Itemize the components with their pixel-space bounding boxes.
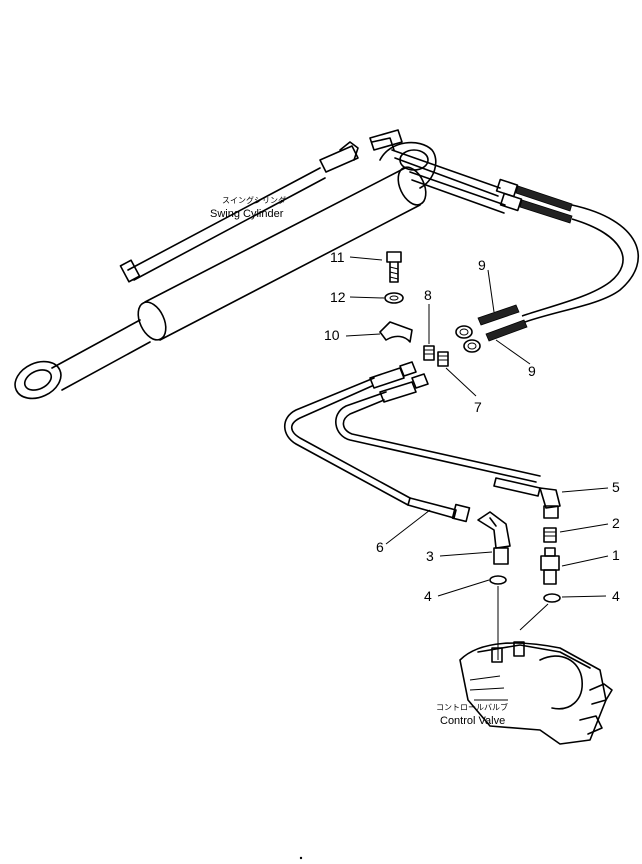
- svg-text:6: 6: [376, 539, 384, 555]
- hose-9-lower: [521, 218, 624, 317]
- cylinder-pipe-b: [409, 171, 506, 214]
- svg-text:12: 12: [330, 289, 346, 305]
- adapter-2: [543, 527, 557, 543]
- callout-5: 5: [561, 479, 620, 495]
- svg-text:5: 5: [612, 479, 620, 495]
- callout-10: 10: [324, 327, 381, 343]
- washer-12: [384, 292, 404, 304]
- callout-1: 1: [561, 547, 620, 567]
- callout-8: 8: [424, 287, 432, 344]
- tube-5-sleeve: [493, 477, 541, 497]
- svg-text:2: 2: [612, 515, 620, 531]
- svg-text:9: 9: [528, 363, 536, 379]
- lower-tube-fittings: [369, 361, 429, 403]
- svg-text:9: 9: [478, 257, 486, 273]
- cylinder-pipe-a: [391, 149, 501, 197]
- svg-text:4: 4: [612, 588, 620, 604]
- control-valve: [459, 641, 613, 745]
- elbow-3: [477, 511, 511, 565]
- callout-9-lower: 9: [495, 339, 536, 379]
- tube-5-nut: [543, 505, 559, 519]
- callout-3: 3: [426, 548, 493, 564]
- upper-fittings: [495, 178, 573, 224]
- swing-cylinder-label-en: Swing Cylinder: [210, 208, 284, 220]
- callout-11: 11: [330, 249, 383, 265]
- tube-5: [335, 391, 541, 483]
- svg-text:11: 11: [330, 249, 345, 265]
- clamp-10: [379, 321, 413, 343]
- hose-nut-a: [455, 325, 473, 339]
- svg-text:7: 7: [474, 399, 482, 415]
- tube-6-nut: [451, 503, 471, 523]
- callout-12: 12: [330, 289, 385, 305]
- hose-9-upper: [524, 204, 639, 323]
- tube-5-elbow: [539, 487, 561, 509]
- tube-6: [283, 377, 411, 506]
- page-mark: [299, 856, 303, 860]
- hose-9-sleeve-a: [477, 304, 520, 326]
- svg-text:1: 1: [612, 547, 620, 563]
- hose-nut-b: [463, 339, 481, 353]
- adapter-7: [437, 351, 449, 367]
- svg-text:10: 10: [324, 327, 340, 343]
- connection-line-right: [519, 603, 549, 631]
- callout-6: 6: [376, 509, 431, 555]
- svg-text:3: 3: [426, 548, 434, 564]
- swing-cylinder: [14, 129, 437, 400]
- o-ring-4b: [543, 593, 561, 603]
- adapter-8: [423, 345, 435, 361]
- control-valve-label-en: Control Valve: [440, 715, 505, 727]
- svg-text:4: 4: [424, 588, 432, 604]
- svg-text:8: 8: [424, 287, 432, 303]
- connector-1: [540, 547, 560, 585]
- callout-7: 7: [445, 367, 482, 415]
- callout-4-right: 4: [561, 588, 620, 604]
- o-ring-4a: [489, 575, 507, 585]
- control-valve-label-jp: コントロールバルブ: [436, 702, 508, 712]
- callout-4-left: 4: [424, 579, 490, 604]
- swing-cylinder-label-jp: スイングシリンダ: [222, 195, 286, 205]
- tube-6-sleeve: [407, 497, 457, 519]
- callout-2: 2: [559, 515, 620, 533]
- hose-9-sleeve-b: [485, 319, 528, 342]
- bolt-11: [386, 251, 402, 283]
- callout-9-upper: 9: [478, 257, 495, 313]
